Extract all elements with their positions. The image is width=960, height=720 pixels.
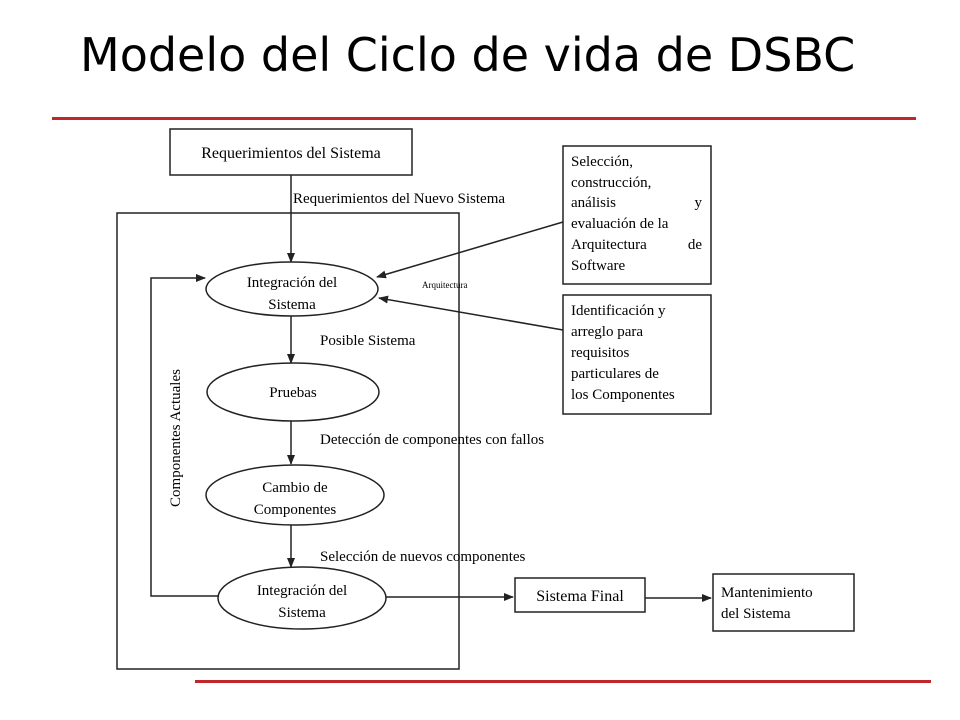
requerimientos-box <box>169 128 413 176</box>
pruebas-label: Pruebas <box>269 385 317 401</box>
svg-text:arreglo para: arreglo para <box>571 324 643 340</box>
integracion-2-line2: Sistema <box>278 605 326 621</box>
label-arquitectura: Arquitectura <box>422 280 467 290</box>
seleccion-box <box>562 145 712 285</box>
arrow-identificacion-to-integracion <box>378 295 564 331</box>
arrow-componentes-actuales-loop <box>150 274 218 597</box>
svg-text:Software: Software <box>571 258 625 274</box>
seleccion-text: Selección, construcción, análisis y eval… <box>571 154 703 274</box>
integracion-1-line2: Sistema <box>268 297 316 313</box>
mantenimiento-box <box>712 573 855 632</box>
cambio-line1: Cambio de <box>262 480 328 496</box>
label-nuevo-sistema: Requerimientos del Nuevo Sistema <box>293 191 505 207</box>
integracion-node-1 <box>205 261 379 317</box>
sistema-final-box <box>514 577 646 613</box>
cambio-node <box>205 464 385 526</box>
mantenimiento-line1: Mantenimiento <box>721 585 813 601</box>
footer-rule <box>195 680 931 683</box>
label-posible-sistema: Posible Sistema <box>320 333 416 349</box>
title-underline <box>52 117 916 120</box>
integracion-2-line1: Integración del <box>257 583 347 599</box>
svg-text:Selección,: Selección, <box>571 154 633 170</box>
cambio-line2: Componentes <box>254 502 337 518</box>
sistema-final-label: Sistema Final <box>536 588 624 605</box>
pruebas-node <box>206 362 380 422</box>
svg-text:Arquitectura: Arquitectura <box>571 237 647 253</box>
svg-text:y: y <box>695 195 703 211</box>
label-seleccion-nuevos: Selección de nuevos componentes <box>320 549 526 565</box>
svg-text:de: de <box>688 237 703 253</box>
requerimientos-label: Requerimientos del Sistema <box>201 145 381 162</box>
mantenimiento-line2: del Sistema <box>721 606 791 622</box>
svg-text:evaluación de la: evaluación de la <box>571 216 669 232</box>
svg-text:Identificación y: Identificación y <box>571 303 666 319</box>
identificacion-text: Identificación y arreglo para requisitos… <box>571 303 675 403</box>
label-componentes-actuales: Componentes Actuales <box>168 369 184 507</box>
integracion-1-line1: Integración del <box>247 275 337 291</box>
svg-text:construcción,: construcción, <box>571 175 651 191</box>
arrow-seleccion-to-integracion <box>376 221 564 279</box>
slide-title: Modelo del Ciclo de vida de DSBC <box>80 28 856 82</box>
label-deteccion: Detección de componentes con fallos <box>320 432 544 448</box>
svg-text:requisitos: requisitos <box>571 345 629 361</box>
svg-text:los Componentes: los Componentes <box>571 387 675 403</box>
svg-text:particulares de: particulares de <box>571 366 659 382</box>
integracion-node-2 <box>217 566 387 630</box>
svg-text:análisis: análisis <box>571 195 616 211</box>
identificacion-box <box>562 294 712 415</box>
